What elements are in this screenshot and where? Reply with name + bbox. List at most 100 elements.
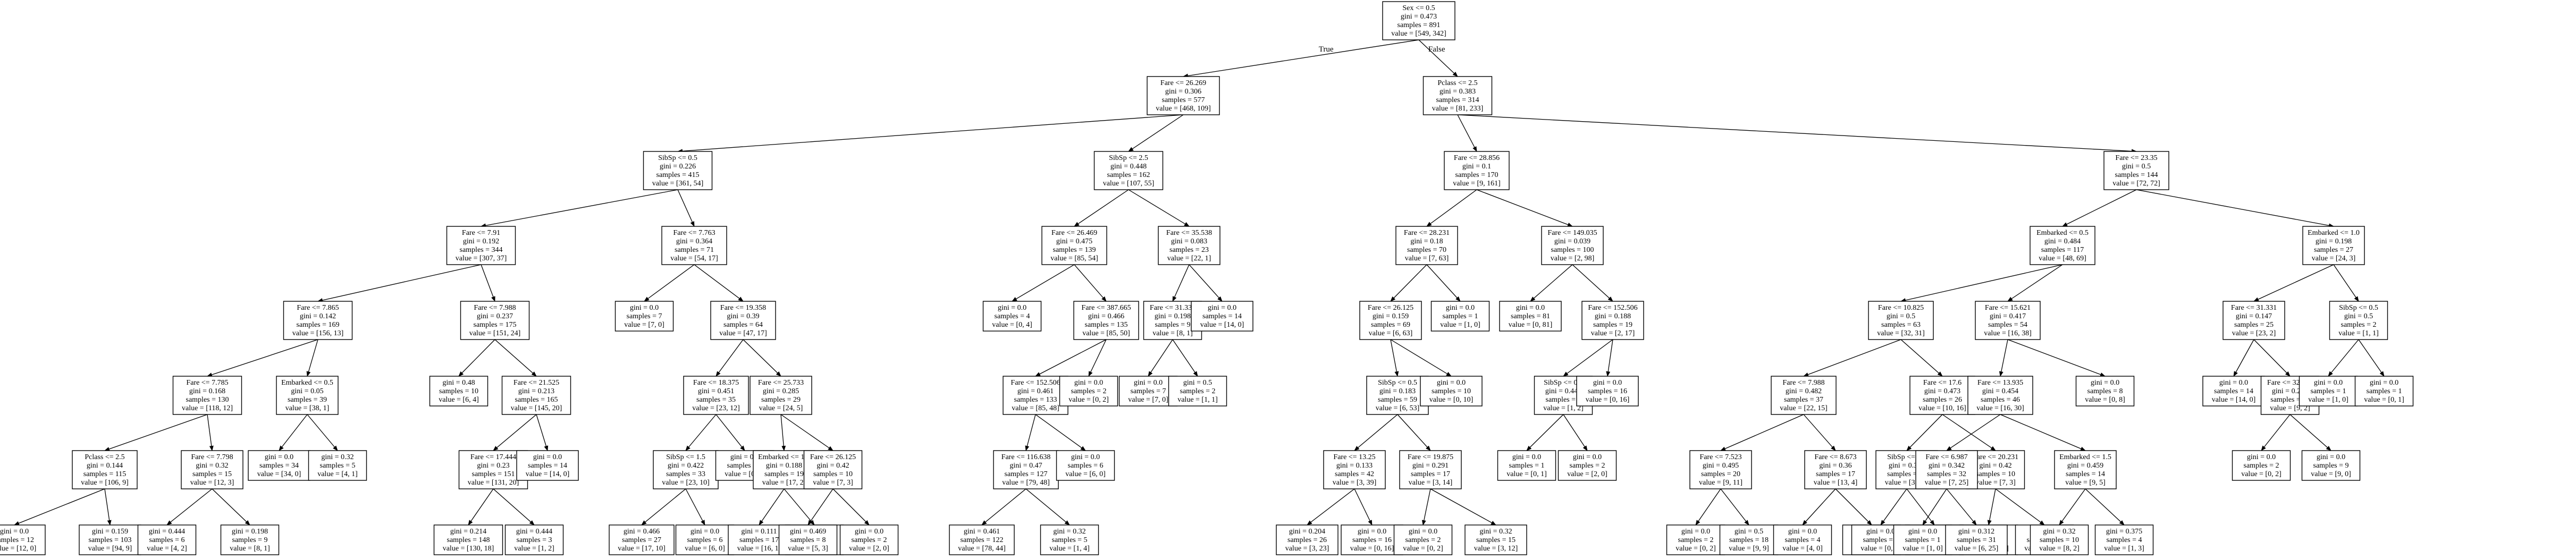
node-text-line: samples = 139 (1053, 246, 1096, 254)
node-box (2329, 301, 2388, 340)
tree-edge (1995, 488, 2045, 526)
node-text-line: value = [0, 2] (1403, 545, 1443, 553)
tree-edge (1390, 264, 1427, 302)
node-text-line: gini = 0.159 (92, 528, 128, 536)
tree-edge (481, 264, 495, 302)
node-text-line: gini = 0.213 (518, 387, 554, 395)
tree-edge (307, 414, 338, 451)
tree-edge (685, 414, 717, 451)
node-text-line: gini = 0.0 (1866, 528, 1895, 536)
node-text-line: samples = 81 (1511, 312, 1550, 320)
node-box (2103, 151, 2169, 190)
tree-edge (1987, 488, 1996, 526)
node-text-line: value = [7, 3] (813, 479, 853, 487)
node-text-line: value = [7, 25] (1925, 479, 1969, 487)
tree-edge (1946, 414, 2001, 451)
node-text-line: gini = 0.285 (763, 387, 799, 395)
node-box (1399, 450, 1462, 489)
node-text-line: value = [468, 109] (1156, 105, 1211, 113)
node-text-line: gini = 0.0 (1071, 453, 1100, 461)
node-text-line: gini = 0.32 (1053, 528, 1085, 536)
node-text-line: value = [10, 16] (1918, 404, 1966, 412)
node-text-line: SibSp <= 2.5 (1109, 154, 1148, 162)
node-box (79, 524, 141, 555)
node-text-line: Pclass <= 2.5 (1437, 79, 1477, 87)
node-text-line: value = [131, 20] (468, 479, 519, 487)
node-text-line: value = [12, 0] (0, 545, 36, 553)
node-text-line: gini = 0.32 (196, 462, 228, 470)
tree-edge (780, 414, 786, 451)
node-text-line: samples = 15 (1476, 536, 1516, 544)
node-text-line: samples = 14 (2214, 387, 2253, 395)
node-text-line: gini = 0.144 (87, 462, 123, 470)
node-text-line: value = [9, 9] (1729, 545, 1769, 553)
node-text-line: gini = 0.0 (630, 304, 659, 312)
tree-edge (104, 488, 112, 526)
node-text-line: samples = 135 (1085, 321, 1128, 329)
node-text-line: samples = 151 (472, 470, 515, 478)
node-text-line: value = [6, 25] (1955, 545, 1999, 553)
node-text-line: gini = 0.47 (1009, 462, 1042, 470)
node-text-line: gini = 0.0 (1074, 379, 1103, 387)
node-box (683, 376, 749, 415)
tree-edge (2328, 339, 2359, 377)
node-text-line: gini = 0.0 (730, 453, 759, 461)
tree-edge (1720, 488, 1749, 526)
tree-edge (493, 488, 535, 526)
node-text-line: Fare <= 6.987 (1925, 453, 1967, 461)
tree-edge (743, 339, 781, 377)
node-text-line: value = [0, 8] (2085, 396, 2125, 404)
node-text-line: gini = 0.0 (2317, 453, 2345, 461)
node-text-line: samples = 32 (1927, 470, 1966, 478)
node-box (1915, 450, 1978, 489)
node-text-line: gini = 0.133 (1336, 462, 1373, 470)
node-text-line: value = [130, 18] (443, 545, 494, 553)
node-text-line: samples = 2 (1405, 536, 1441, 544)
node-text-line: samples = 2 (1678, 536, 1714, 544)
node-text-line: Fare <= 10.825 (1878, 304, 1924, 312)
node-box (172, 376, 242, 415)
tree-edge (1390, 339, 1399, 377)
node-text-line: samples = 4 (2107, 536, 2142, 544)
node-text-line: samples = 64 (723, 321, 763, 329)
node-box (839, 524, 899, 555)
tree-edge (494, 339, 537, 377)
tree-edge (1128, 114, 1184, 152)
node-text-line: Embarked <= 1.5 (758, 453, 810, 461)
node-text-line: samples = 122 (961, 536, 1004, 544)
tree-edge (1074, 264, 1107, 302)
tree-edge (2136, 189, 2334, 228)
node-text-line: samples = 117 (2041, 246, 2084, 254)
node-text-line: gini = 0.142 (300, 312, 336, 320)
node-text-line: value = [9, 5] (2065, 479, 2106, 487)
node-text-line: gini = 0.0 (0, 528, 29, 536)
node-text-line: samples = 8 (790, 536, 826, 544)
node-text-line: value = [549, 342] (1391, 30, 1446, 38)
node-text-line: Fare <= 152.506 (1011, 379, 1060, 387)
node-text-line: gini = 0.0 (1573, 453, 1602, 461)
node-text-line: samples = 103 (89, 536, 132, 544)
node-text-line: value = [54, 17] (670, 255, 718, 262)
tree-edge (1695, 488, 1721, 526)
node-box (1771, 376, 1837, 415)
tree-edge (306, 339, 318, 377)
node-text-line: gini = 0.0 (533, 453, 562, 461)
node-box (1420, 376, 1483, 406)
node-text-line: gini = 0.0 (1358, 528, 1386, 536)
node-text-line: value = [17, 10] (618, 545, 666, 553)
